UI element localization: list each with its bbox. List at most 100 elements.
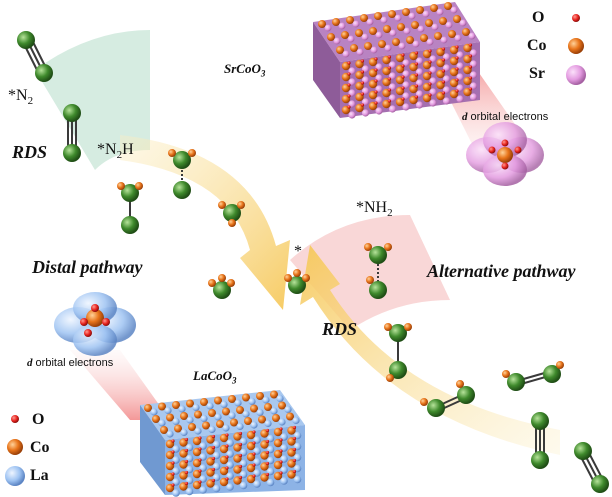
- o-atom: [401, 86, 405, 90]
- o-atom: [441, 80, 446, 84]
- oxygen-legend-marker: [11, 415, 19, 423]
- sr-atom: [402, 59, 410, 67]
- co-atom: [444, 2, 452, 10]
- la-atom: [280, 477, 288, 485]
- co-atom: [194, 410, 202, 419]
- sr-atom: [388, 105, 397, 113]
- la-atom: [266, 478, 275, 487]
- o-atom: [265, 450, 270, 455]
- o-atom: [468, 87, 473, 91]
- legend-bottom-o-label: O: [32, 411, 45, 428]
- o-atom: [468, 43, 473, 47]
- o-atom: [414, 51, 419, 55]
- sr-atom: [338, 22, 346, 30]
- co-atom: [388, 10, 396, 18]
- cobalt-legend-marker: [568, 38, 584, 54]
- co-atom: [278, 401, 286, 410]
- la-atom: [220, 400, 228, 409]
- sr-atom: [402, 92, 410, 100]
- co-atom: [172, 401, 180, 409]
- sr-atom: [412, 40, 420, 48]
- co-atom: [186, 399, 194, 408]
- sr-atom: [324, 24, 332, 32]
- sr-atom: [356, 48, 364, 56]
- cobalt-legend-marker: [7, 439, 23, 455]
- sr-atom: [442, 75, 451, 83]
- nh2-molecule-distal: [218, 201, 245, 227]
- o-atom: [238, 431, 243, 436]
- o-atom: [387, 99, 392, 103]
- sr-atom: [348, 78, 356, 86]
- co-atom: [244, 417, 252, 425]
- sr-atom: [380, 16, 388, 24]
- legend-top: [566, 14, 586, 85]
- sr-atom: [469, 71, 478, 79]
- o-atom: [428, 82, 432, 86]
- co-atom: [272, 414, 280, 422]
- la-atom: [199, 486, 207, 494]
- o-atom: [211, 456, 216, 461]
- la-atom: [236, 422, 244, 431]
- distal-pathway-arrow: [120, 135, 290, 310]
- sr-atom: [402, 81, 410, 89]
- co-atom: [360, 14, 368, 22]
- sr-atom: [361, 98, 370, 106]
- sr-atom: [403, 27, 411, 35]
- o-atom: [252, 463, 256, 467]
- co-atom: [411, 21, 419, 29]
- sr-atom: [456, 95, 464, 103]
- co-atom: [420, 34, 428, 42]
- la-atom: [166, 430, 174, 438]
- o-atom: [347, 105, 351, 109]
- co-atom: [369, 27, 377, 35]
- n2h-molecule: [168, 149, 196, 199]
- la-atom: [264, 419, 272, 428]
- o-atom: [198, 447, 202, 451]
- lanthanum-legend-marker: [5, 466, 25, 486]
- rds-label-bottom: RDS: [322, 319, 358, 339]
- o-atom: [265, 439, 270, 444]
- alternative-pathway-arrow: [300, 245, 560, 455]
- sr-atom: [415, 79, 424, 87]
- o-atom: [360, 59, 365, 63]
- o-atom: [225, 433, 229, 437]
- co-atom: [402, 8, 410, 16]
- legend-bottom-la-label: La: [30, 467, 49, 484]
- co-atom: [256, 392, 264, 400]
- co-atom: [180, 412, 188, 420]
- o-atom: [414, 62, 419, 66]
- sr-atom: [415, 90, 424, 98]
- co-atom: [216, 420, 224, 428]
- co-atom: [230, 418, 238, 427]
- la-atom: [253, 480, 261, 488]
- o-atom: [428, 60, 432, 64]
- sr-atom: [429, 88, 437, 96]
- co-atom: [228, 395, 236, 403]
- co-atom: [346, 16, 354, 24]
- la-atom: [292, 416, 300, 425]
- la-atom: [276, 394, 284, 403]
- sr-atom: [388, 94, 397, 102]
- o-atom: [265, 461, 270, 466]
- sr-atom: [429, 66, 437, 74]
- la-atom: [200, 414, 208, 423]
- sr-atom: [348, 67, 356, 75]
- n2-molecule-top: [17, 31, 53, 82]
- o-atom: [171, 450, 175, 454]
- legend-top-co-label: Co: [527, 37, 547, 54]
- sr-atom: [442, 53, 451, 61]
- la-atom: [180, 428, 188, 437]
- o-atom: [428, 49, 432, 53]
- sr-atom: [459, 19, 467, 27]
- sr-atom: [366, 18, 374, 26]
- nh3-molecule-left: [208, 274, 235, 299]
- co-atom: [318, 20, 326, 28]
- o-atom: [468, 54, 473, 58]
- oxygen-legend-marker: [572, 14, 580, 22]
- n2h-label: *N2H: [97, 141, 134, 162]
- o-atom: [401, 53, 405, 57]
- sr-atom: [361, 76, 370, 84]
- o-atom: [198, 480, 202, 484]
- o-atom: [279, 460, 283, 464]
- sr-atom: [342, 50, 350, 58]
